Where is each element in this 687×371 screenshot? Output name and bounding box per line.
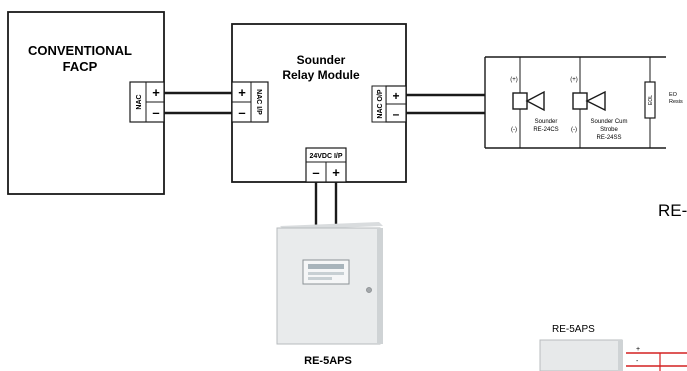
- sounder-relay-module: Sounder Relay Module + – NAC I/P NAC O/P…: [231, 23, 407, 183]
- relay-nac-output-minus: –: [393, 107, 400, 121]
- sounder-name: Sounder: [535, 119, 558, 125]
- cropped-model-text: RE-: [658, 201, 687, 220]
- fragment-minus: -: [636, 358, 639, 365]
- notification-device-loop: (+) (-) Sounder RE-24CS (+) (-) Sounder …: [484, 56, 683, 149]
- nac-output-wires: [406, 93, 485, 115]
- power-supply-unit: RE-5APS: [276, 222, 383, 367]
- eol-side-label-line1: EO: [669, 92, 678, 98]
- sounder-strobe-device: (+) (-) Sounder Cum Strobe RE-24SS: [570, 77, 627, 141]
- sounder-model: RE-24CS: [533, 127, 558, 133]
- strobe-model: RE-24SS: [596, 135, 621, 141]
- relay-title-line2: Relay Module: [282, 68, 360, 82]
- sounder-strobe-icon: [572, 92, 588, 110]
- relay-power-input-minus: –: [312, 165, 319, 180]
- nac-input-wires: [164, 91, 232, 115]
- fragment-psu-label: RE-5APS: [552, 324, 595, 335]
- strobe-plus-label: (+): [570, 77, 578, 83]
- adjacent-diagram-fragment: RE- RE-5APS + -: [539, 201, 687, 371]
- eol-resistor: EOL EO Resis: [644, 81, 683, 119]
- sounder-minus-label: (-): [511, 127, 517, 133]
- relay-nac-input-minus: –: [238, 105, 245, 120]
- relay-nac-input-plus: +: [238, 85, 246, 100]
- relay-power-input-plus: +: [332, 165, 340, 180]
- sounder-plus-label: (+): [510, 77, 518, 83]
- sounder-icon: [512, 92, 528, 110]
- facp-panel: CONVENTIONAL FACP NAC + –: [7, 11, 165, 195]
- eol-resistor-text: EOL: [648, 95, 654, 105]
- facp-title-line1: CONVENTIONAL: [28, 43, 132, 58]
- eol-resistor-icon: [644, 81, 656, 119]
- facp-title-line2: FACP: [63, 59, 98, 74]
- strobe-minus-label: (-): [571, 127, 577, 133]
- strobe-name-line2: Strobe: [600, 127, 618, 133]
- facp-nac-minus: –: [152, 105, 159, 120]
- power-wires: [314, 182, 338, 226]
- relay-power-input-label: 24VDC I/P: [309, 153, 342, 160]
- power-supply-label: RE-5APS: [304, 355, 352, 367]
- relay-nac-output-plus: +: [392, 89, 399, 103]
- power-supply-lock-icon: [366, 287, 372, 293]
- eol-side-label-line2: Resis: [669, 99, 683, 105]
- fragment-plus: +: [636, 346, 640, 353]
- fragment-psu-cabinet: [539, 339, 623, 371]
- facp-nac-plus: +: [152, 85, 160, 100]
- relay-title-line1: Sounder: [297, 53, 346, 67]
- facp-nac-label: NAC: [136, 94, 143, 109]
- relay-nac-output-label: NAC O/P: [377, 89, 384, 119]
- relay-nac-input-label: NAC I/P: [255, 89, 262, 115]
- sounder-device: (+) (-) Sounder RE-24CS: [510, 77, 558, 133]
- strobe-name-line1: Sounder Cum: [590, 119, 627, 125]
